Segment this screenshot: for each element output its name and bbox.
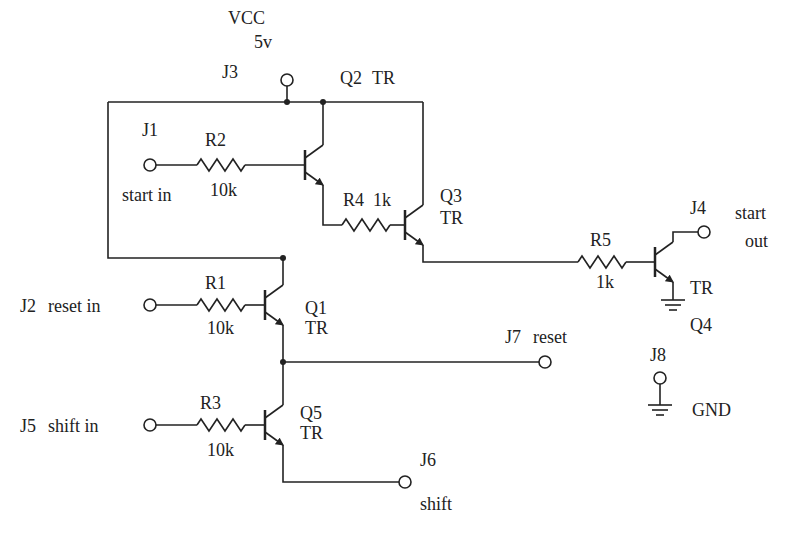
schematic-label: Q2 — [340, 68, 362, 89]
schematic-label: 1k — [596, 272, 614, 293]
schematic-label: 1k — [373, 190, 391, 211]
schematic-label: J6 — [420, 450, 436, 471]
schematic-label: J3 — [222, 62, 238, 83]
schematic-label: reset in — [48, 296, 100, 317]
schematic-label: R5 — [590, 230, 611, 251]
schematic-label: VCC — [228, 8, 265, 29]
schematic-label: shift in — [48, 416, 99, 437]
schematic-label: reset — [533, 327, 567, 348]
schematic-label: 5v — [254, 32, 272, 53]
schematic-label: J2 — [20, 296, 36, 317]
schematic-label: 10k — [207, 318, 234, 339]
schematic-label: J5 — [20, 416, 36, 437]
schematic-label: J4 — [690, 198, 706, 219]
schematic-label: out — [745, 231, 768, 252]
schematic-label: Q3 — [440, 186, 462, 207]
schematic-label: J7 — [505, 327, 521, 348]
schematic-label: Q1 — [305, 298, 327, 319]
schematic-label: J8 — [650, 345, 666, 366]
schematic-label: J1 — [142, 120, 158, 141]
schematic-label: TR — [305, 318, 328, 339]
schematic-label: R4 — [343, 190, 364, 211]
schematic-label: start — [735, 203, 766, 224]
schematic-label: start in — [122, 185, 172, 206]
schematic-label: TR — [440, 208, 463, 229]
schematic-label: Q5 — [300, 403, 322, 424]
schematic-label: GND — [692, 400, 731, 421]
schematic-label: TR — [300, 423, 323, 444]
schematic-label: 10k — [207, 440, 234, 461]
schematic-label: Q4 — [690, 315, 712, 336]
schematic-label: R1 — [205, 273, 226, 294]
schematic-label: R3 — [200, 393, 221, 414]
schematic-label: shift — [420, 494, 452, 515]
schematic-label: TR — [372, 68, 395, 89]
schematic-label: TR — [690, 278, 713, 299]
schematic-label: 10k — [210, 180, 237, 201]
schematic-label: R2 — [205, 130, 226, 151]
